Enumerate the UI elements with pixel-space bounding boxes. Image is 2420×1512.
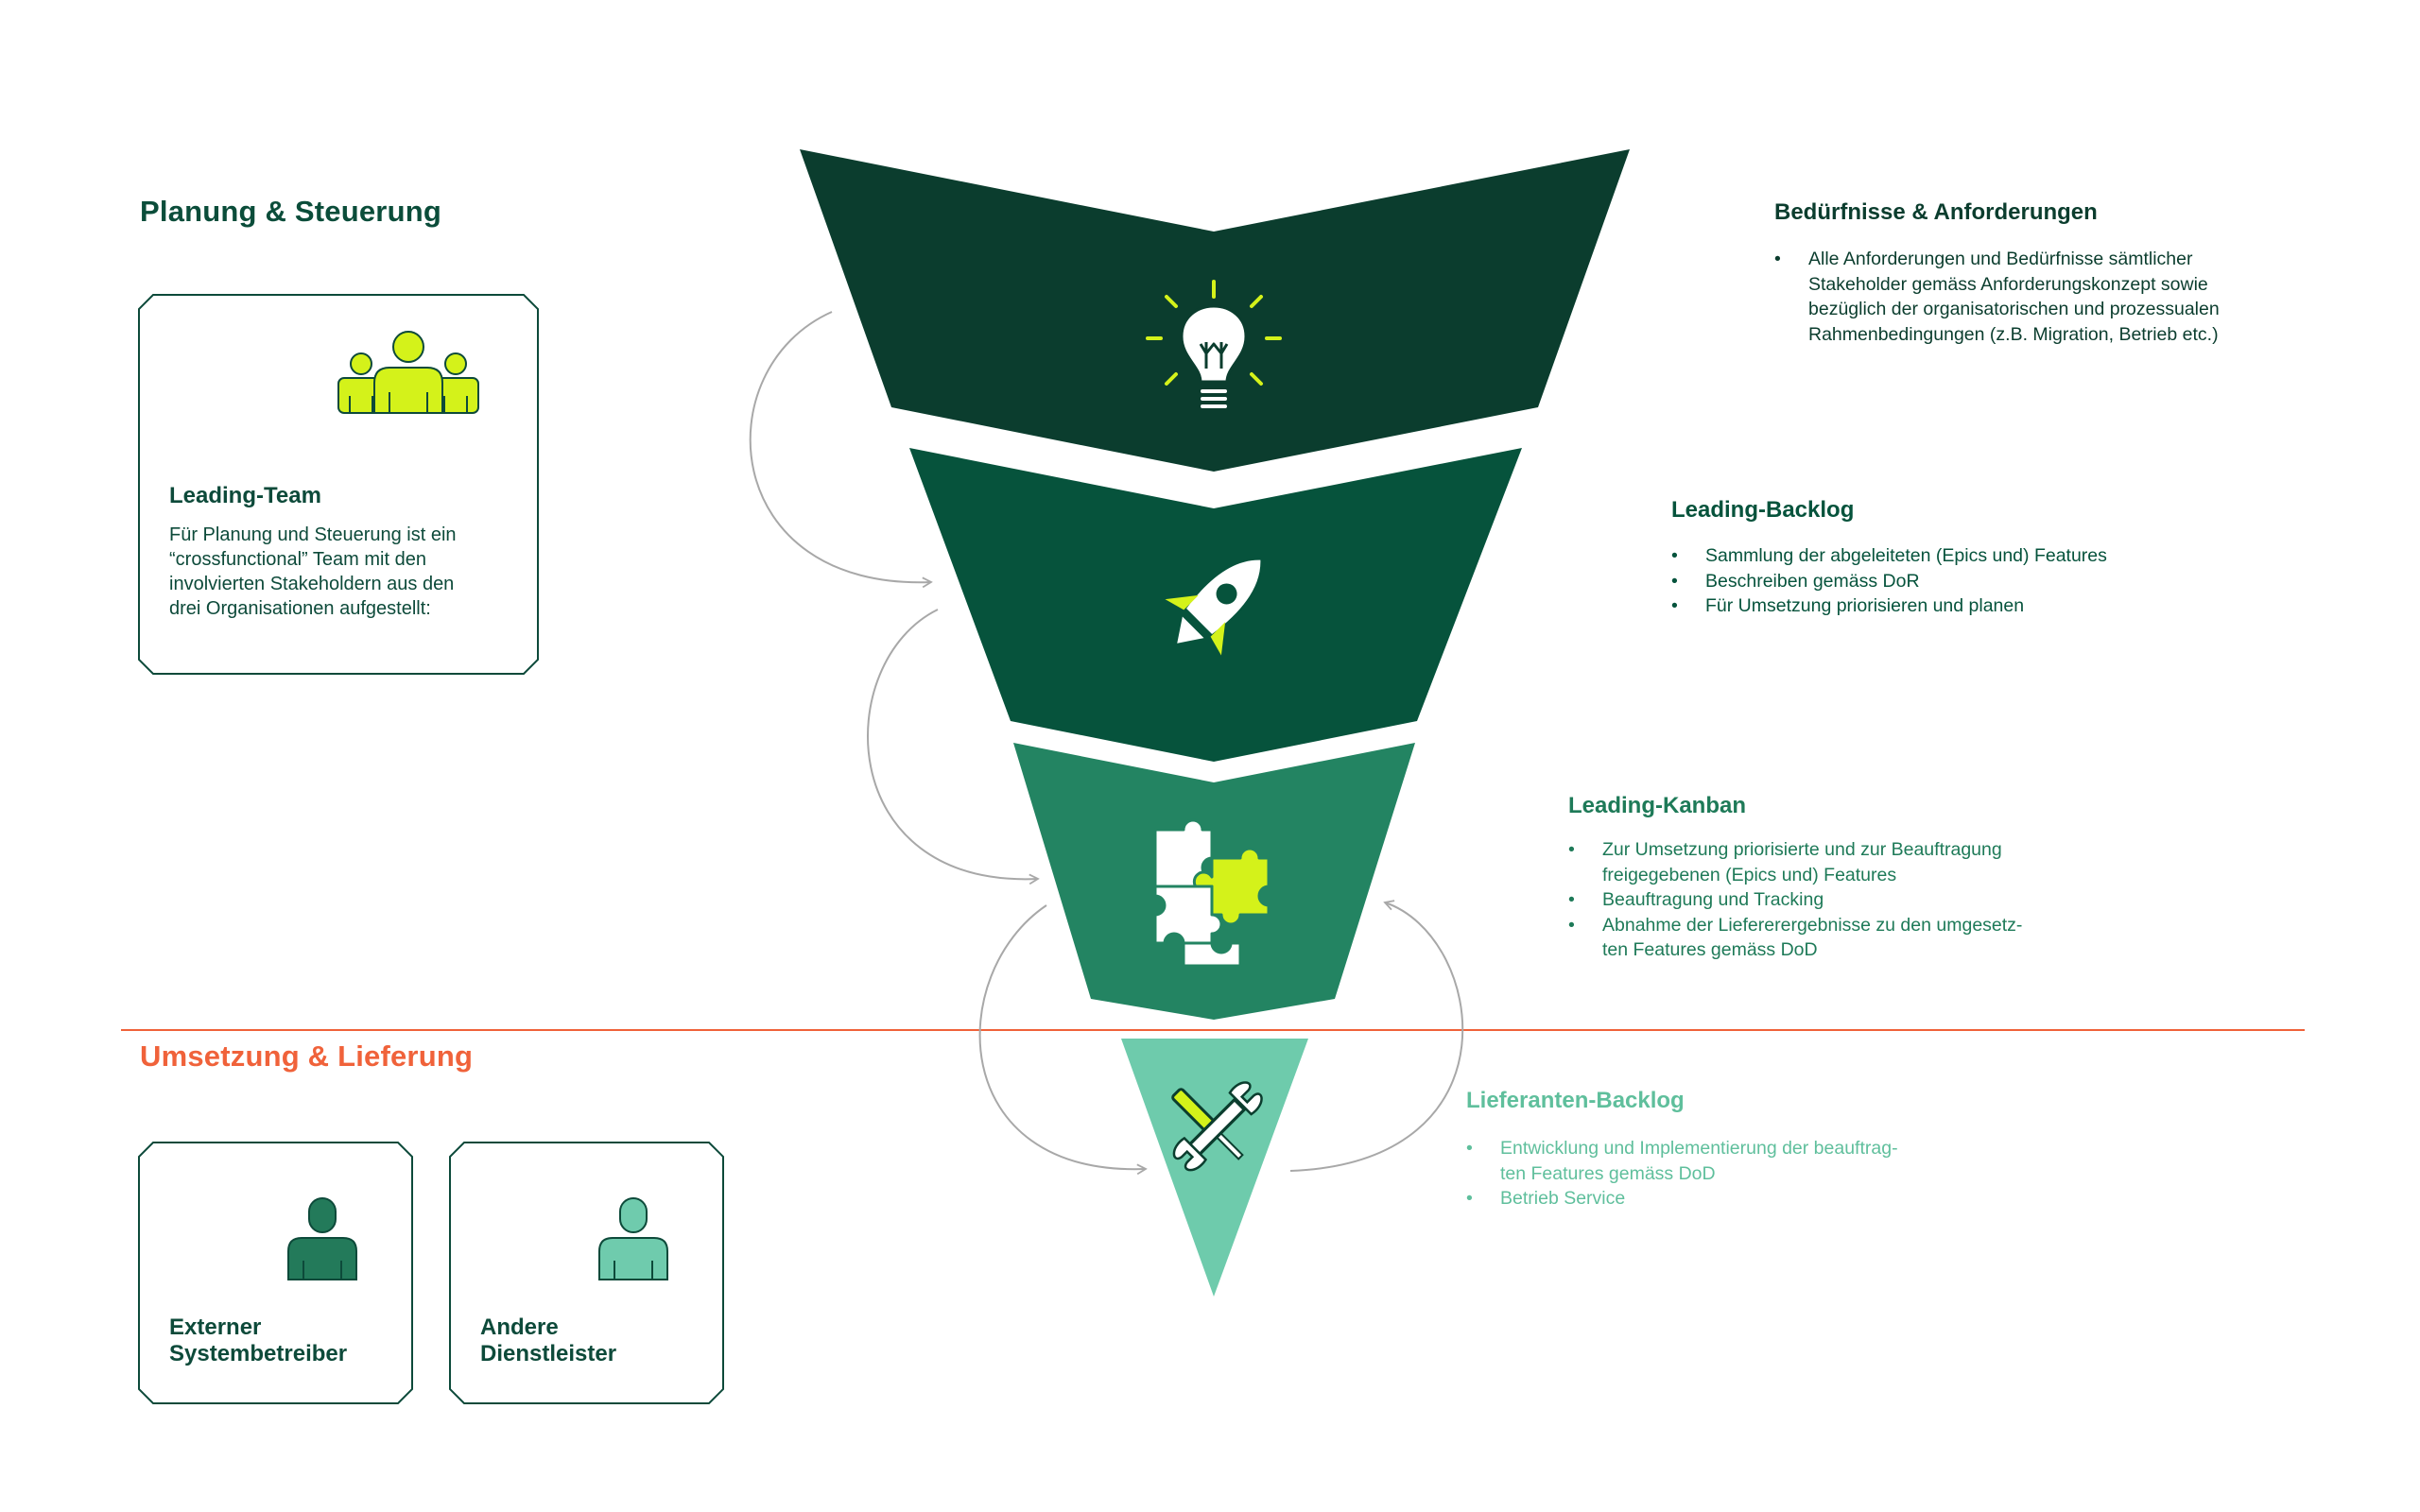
external-operator-card: Externer Systembetreiber <box>138 1142 413 1404</box>
puzzle-icon <box>1153 818 1270 968</box>
other-providers-card: Andere Dienstleister <box>449 1142 724 1404</box>
needs-bullets: Alle Anforderungen und Bedürfnisse sämtl… <box>1774 247 2220 347</box>
leading-kanban-bullets: Zur Umsetzung priorisierte und zur Beauf… <box>1568 837 2022 963</box>
team-group-icon <box>337 331 479 414</box>
leading-team-title: Leading-Team <box>169 483 321 508</box>
list-item: Abnahme der Liefererergebnisse zu den um… <box>1568 913 2022 963</box>
leading-kanban-title: Leading-Kanban <box>1568 793 1747 818</box>
leading-team-description: Für Planung und Steuerung ist ein “cross… <box>169 524 457 619</box>
person-icon <box>598 1197 668 1280</box>
planning-section-title: Planung & Steuerung <box>140 195 441 228</box>
supplier-backlog-title: Lieferanten-Backlog <box>1466 1088 1685 1113</box>
leading-backlog-title: Leading-Backlog <box>1671 497 1855 523</box>
lightbulb-icon <box>1146 280 1282 408</box>
list-item: Für Umsetzung priorisieren und planen <box>1671 593 2107 619</box>
connector-arrow <box>867 609 1040 885</box>
other-providers-title: Andere Dienstleister <box>480 1314 617 1366</box>
list-item: Alle Anforderungen und Bedürfnisse sämtl… <box>1774 247 2220 347</box>
needs-title: Bedürfnisse & Anforderungen <box>1774 199 2098 225</box>
list-item: Beschreiben gemäss DoR <box>1671 569 2107 594</box>
section-divider <box>121 1029 2305 1031</box>
connector-arrow <box>1289 900 1464 1172</box>
delivery-section-title: Umsetzung & Lieferung <box>140 1040 474 1073</box>
external-operator-title: Externer Systembetreiber <box>169 1314 348 1366</box>
leading-team-card: Leading-Team Für Planung und Steuerung i… <box>138 294 539 675</box>
supplier-backlog-bullets: Entwicklung und Implementierung der beau… <box>1466 1136 1898 1211</box>
list-item: Sammlung der abgeleiteten (Epics und) Fe… <box>1671 543 2107 569</box>
list-item: Beauftragung und Tracking <box>1568 887 2022 913</box>
tools-icon <box>1171 1081 1263 1172</box>
list-item: Entwicklung und Implementierung der beau… <box>1466 1136 1898 1186</box>
card-frame <box>449 1142 724 1404</box>
list-item: Zur Umsetzung priorisierte und zur Beauf… <box>1568 837 2022 887</box>
rocket-icon <box>1165 558 1263 656</box>
funnel-stage-supplier-backlog <box>1121 1039 1308 1297</box>
person-icon <box>287 1197 357 1280</box>
leading-backlog-bullets: Sammlung der abgeleiteten (Epics und) Fe… <box>1671 543 2107 619</box>
card-frame <box>138 1142 413 1404</box>
list-item: Betrieb Service <box>1466 1186 1898 1211</box>
connector-arrow <box>749 311 933 589</box>
connector-arrow <box>978 904 1148 1176</box>
